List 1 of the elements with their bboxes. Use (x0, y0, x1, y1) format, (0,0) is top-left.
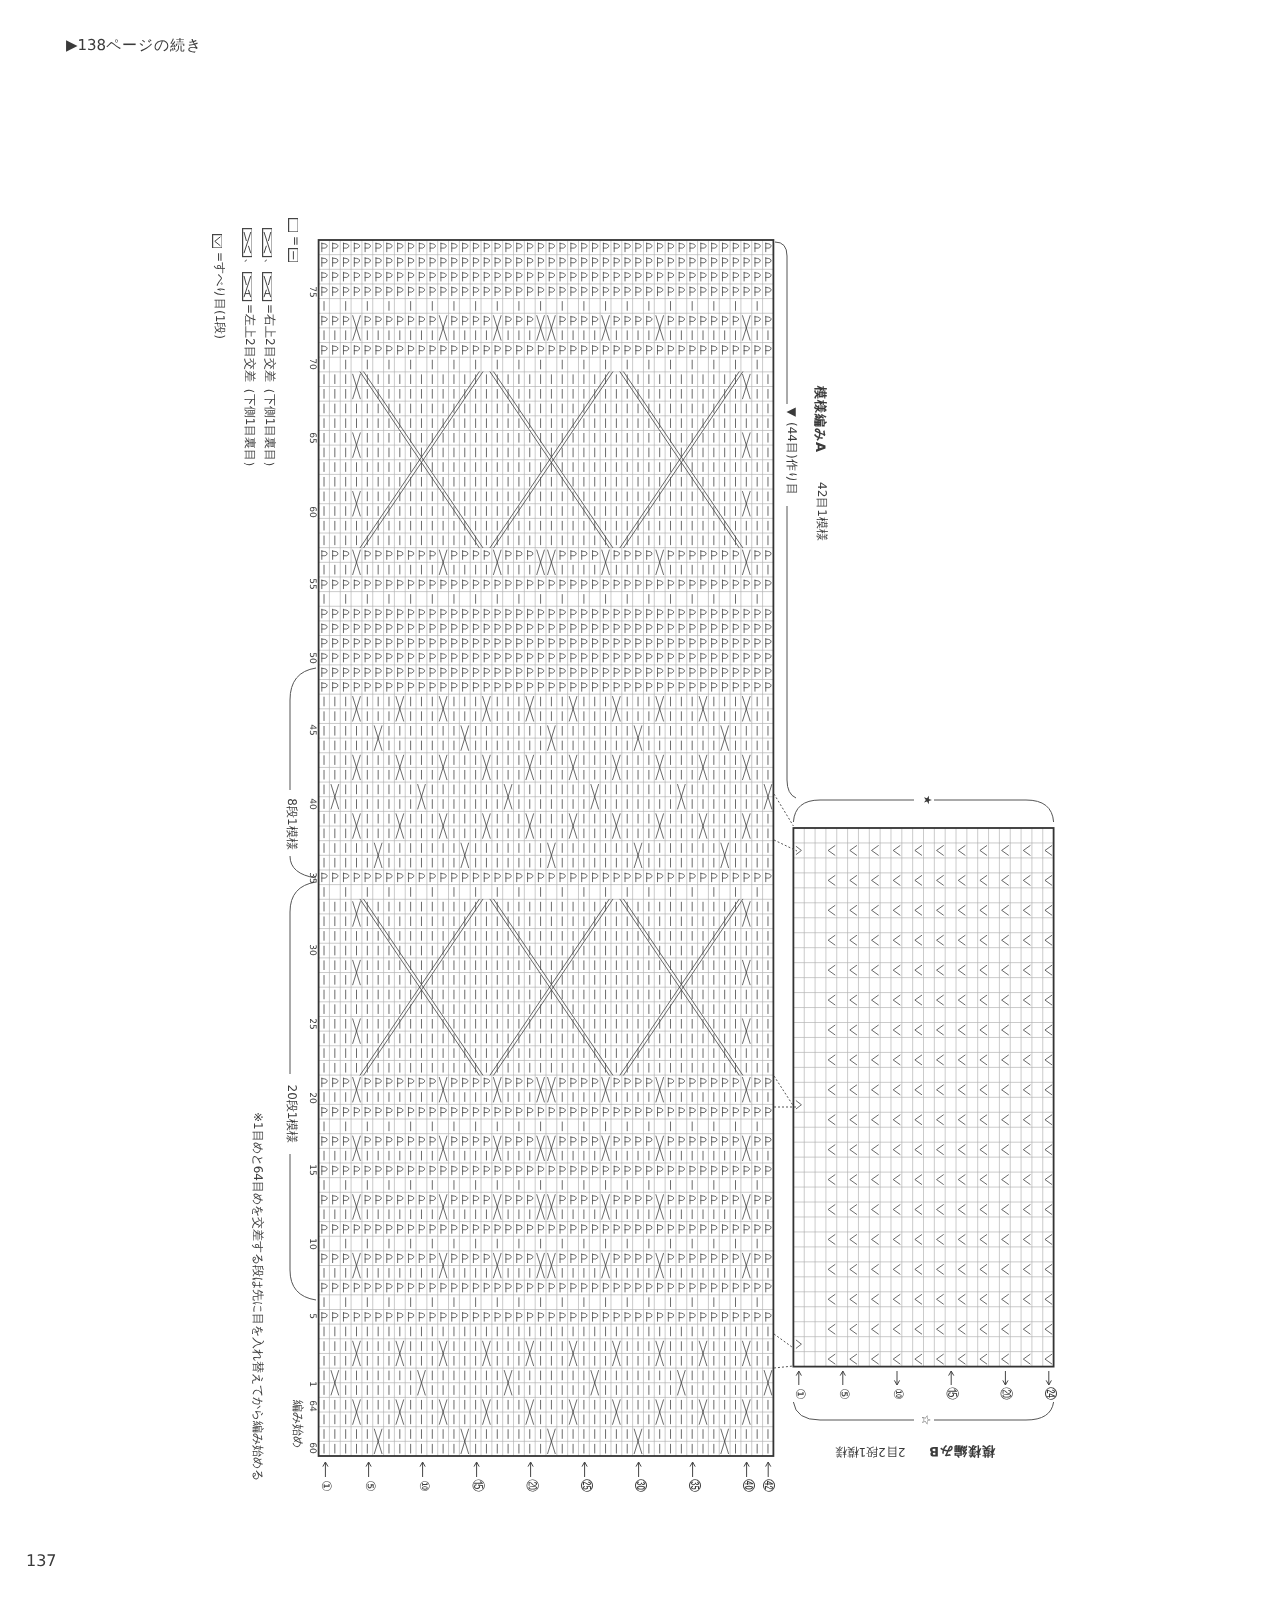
page-number: 137 (26, 1554, 57, 1570)
